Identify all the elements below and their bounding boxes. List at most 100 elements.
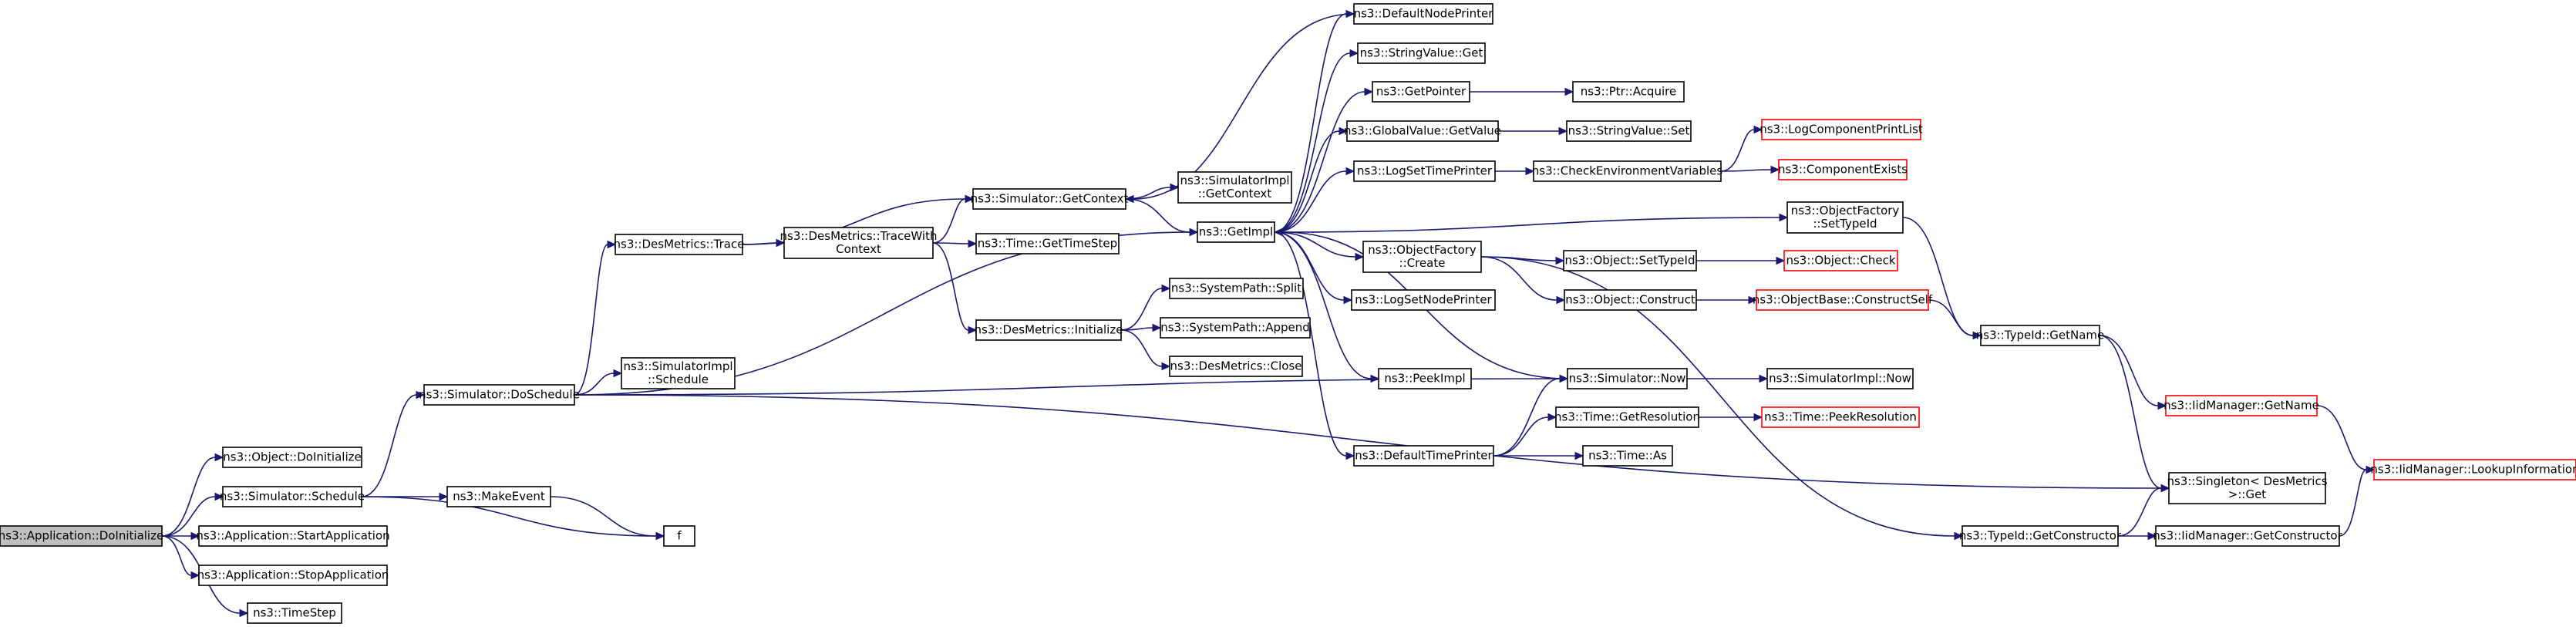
node-box[interactable] bbox=[975, 319, 1122, 341]
node-sim-now[interactable]: ns3::Simulator::Now bbox=[1567, 368, 1688, 389]
node-box[interactable] bbox=[1353, 445, 1494, 467]
node-box[interactable] bbox=[1567, 368, 1688, 389]
node-deftimeprinter[interactable]: ns3::DefaultTimePrinter bbox=[1353, 445, 1494, 467]
node-box[interactable] bbox=[1197, 221, 1275, 243]
node-syspath-split[interactable]: ns3::SystemPath::Split bbox=[1169, 278, 1304, 299]
node-box[interactable] bbox=[222, 486, 362, 507]
node-box[interactable] bbox=[1761, 406, 1920, 428]
node-box[interactable] bbox=[1533, 160, 1722, 182]
node-box[interactable] bbox=[446, 486, 551, 507]
node-box[interactable] bbox=[198, 525, 388, 547]
node-time-as[interactable]: ns3::Time::As bbox=[1582, 445, 1673, 467]
node-obj-check[interactable]: ns3::Object::Check bbox=[1783, 250, 1898, 271]
node-box[interactable] bbox=[1372, 81, 1470, 103]
node-box[interactable] bbox=[1566, 120, 1692, 142]
node-objbase-constructself[interactable]: ns3::ObjectBase::ConstructSelf bbox=[1753, 289, 1933, 311]
node-time-peekresolution[interactable]: ns3::Time::PeekResolution bbox=[1761, 406, 1920, 428]
node-box[interactable] bbox=[2155, 525, 2340, 547]
node-peekimpl[interactable]: ns3::PeekImpl bbox=[1378, 368, 1472, 389]
node-logcompprintlist[interactable]: ns3::LogComponentPrintList bbox=[1759, 119, 1923, 140]
node-getpointer[interactable]: ns3::GetPointer bbox=[1372, 81, 1470, 103]
node-typeid-getname[interactable]: ns3::TypeId::GetName bbox=[1976, 325, 2104, 346]
node-logsettimeprinter[interactable]: ns3::LogSetTimePrinter bbox=[1353, 160, 1496, 182]
node-simimpl-now[interactable]: ns3::SimulatorImpl::Now bbox=[1766, 368, 1914, 389]
node-box[interactable] bbox=[222, 447, 362, 468]
node-globalvalue-getvalue[interactable]: ns3::GlobalValue::GetValue bbox=[1344, 120, 1501, 142]
node-box[interactable] bbox=[1778, 159, 1908, 180]
node-box[interactable] bbox=[783, 227, 934, 259]
node-box[interactable] bbox=[198, 565, 388, 586]
node-box[interactable] bbox=[1160, 317, 1311, 339]
node-makeevent[interactable]: ns3::MakeEvent bbox=[446, 486, 551, 507]
node-obj-settypeid[interactable]: ns3::Object::SetTypeId bbox=[1563, 250, 1697, 271]
node-box[interactable] bbox=[1169, 278, 1304, 299]
node-box[interactable] bbox=[1353, 160, 1496, 182]
node-obj-construct[interactable]: ns3::Object::Construct bbox=[1564, 289, 1697, 311]
node-box[interactable] bbox=[1353, 3, 1493, 25]
node-box[interactable] bbox=[1169, 356, 1303, 377]
node-timestep[interactable]: ns3::TimeStep bbox=[247, 602, 342, 624]
node-time-getresolution[interactable]: ns3::Time::GetResolution bbox=[1554, 406, 1700, 428]
node-ptr-acquire[interactable]: ns3::Ptr::Acquire bbox=[1572, 81, 1685, 103]
node-box[interactable] bbox=[975, 233, 1120, 255]
node-objfactory-settypeid[interactable]: ns3::ObjectFactory::SetTypeId bbox=[1786, 201, 1904, 234]
node-desm-trace[interactable]: ns3::DesMetrics::Trace bbox=[614, 234, 745, 255]
node-box[interactable] bbox=[1582, 445, 1673, 467]
node-box[interactable] bbox=[972, 188, 1126, 210]
node-box[interactable] bbox=[2168, 472, 2326, 504]
node-box[interactable] bbox=[1346, 120, 1499, 142]
node-app-doinit[interactable]: ns3::Application::DoInitialize bbox=[0, 525, 163, 547]
node-iidmgr-lookup[interactable]: ns3::IidManager::LookupInformation bbox=[2370, 459, 2576, 480]
node-box[interactable] bbox=[1362, 241, 1482, 273]
node-desm-init[interactable]: ns3::DesMetrics::Initialize bbox=[975, 319, 1123, 341]
node-box[interactable] bbox=[0, 525, 163, 547]
node-box[interactable] bbox=[1980, 325, 2100, 346]
node-box[interactable] bbox=[1351, 289, 1496, 311]
node-box[interactable] bbox=[1177, 171, 1292, 204]
node-app-start[interactable]: ns3::Application::StartApplication bbox=[196, 525, 390, 547]
node-syspath-append[interactable]: ns3::SystemPath::Append bbox=[1160, 317, 1311, 339]
node-box[interactable] bbox=[1766, 368, 1914, 389]
node-desm-close[interactable]: ns3::DesMetrics::Close bbox=[1169, 356, 1303, 377]
node-checkenvvars[interactable]: ns3::CheckEnvironmentVariables bbox=[1532, 160, 1723, 182]
node-f[interactable]: f bbox=[663, 525, 695, 547]
node-box[interactable] bbox=[1357, 42, 1486, 64]
node-simimpl-schedule[interactable]: ns3::SimulatorImpl::Schedule bbox=[621, 357, 736, 389]
node-sim-doschedule[interactable]: ns3::Simulator::DoSchedule bbox=[419, 384, 580, 406]
node-sim-schedule[interactable]: ns3::Simulator::Schedule bbox=[220, 486, 365, 507]
node-box[interactable] bbox=[1783, 250, 1898, 271]
node-stringvalue-set[interactable]: ns3::StringValue::Set bbox=[1566, 120, 1692, 142]
node-box[interactable] bbox=[247, 602, 342, 624]
node-iidmgr-getname[interactable]: ns3::IidManager::GetName bbox=[2164, 395, 2319, 416]
node-box[interactable] bbox=[663, 525, 695, 547]
node-box[interactable] bbox=[2165, 395, 2318, 416]
node-box[interactable] bbox=[1572, 81, 1685, 103]
node-box[interactable] bbox=[1786, 201, 1904, 234]
node-box[interactable] bbox=[621, 357, 736, 389]
node-box[interactable] bbox=[2373, 459, 2576, 480]
node-sim-getcontext[interactable]: ns3::Simulator::GetContext bbox=[971, 188, 1129, 210]
node-box[interactable] bbox=[1961, 525, 2119, 547]
node-logsetnodeprinter[interactable]: ns3::LogSetNodePrinter bbox=[1351, 289, 1496, 311]
node-singleton-get[interactable]: ns3::Singleton< DesMetrics >::Get bbox=[2167, 472, 2328, 504]
node-typeid-getconstructor[interactable]: ns3::TypeId::GetConstructor bbox=[1959, 525, 2122, 547]
node-app-stop[interactable]: ns3::Application::StopApplication bbox=[197, 565, 389, 586]
node-box[interactable] bbox=[1564, 289, 1697, 311]
node-box[interactable] bbox=[1555, 406, 1699, 428]
node-box[interactable] bbox=[615, 234, 743, 255]
node-box[interactable] bbox=[1761, 119, 1921, 140]
node-obj-doinit[interactable]: ns3::Object::DoInitialize bbox=[222, 447, 362, 468]
node-compexists[interactable]: ns3::ComponentExists bbox=[1778, 159, 1908, 180]
node-simimpl-getcontext[interactable]: ns3::SimulatorImpl::GetContext bbox=[1177, 171, 1292, 204]
node-time-gettimestep[interactable]: ns3::Time::GetTimeStep bbox=[975, 233, 1120, 255]
node-box[interactable] bbox=[1378, 368, 1472, 389]
node-getimpl[interactable]: ns3::GetImpl bbox=[1197, 221, 1275, 243]
node-defnodeprinter[interactable]: ns3::DefaultNodePrinter bbox=[1353, 3, 1494, 25]
node-iidmgr-getconstructor[interactable]: ns3::IidManager::GetConstructor bbox=[2153, 525, 2343, 547]
node-box[interactable] bbox=[1756, 289, 1929, 311]
node-objfactory-create[interactable]: ns3::ObjectFactory::Create bbox=[1362, 241, 1482, 273]
node-stringvalue-get[interactable]: ns3::StringValue::Get bbox=[1357, 42, 1486, 64]
node-box[interactable] bbox=[1563, 250, 1697, 271]
node-box[interactable] bbox=[423, 384, 575, 406]
